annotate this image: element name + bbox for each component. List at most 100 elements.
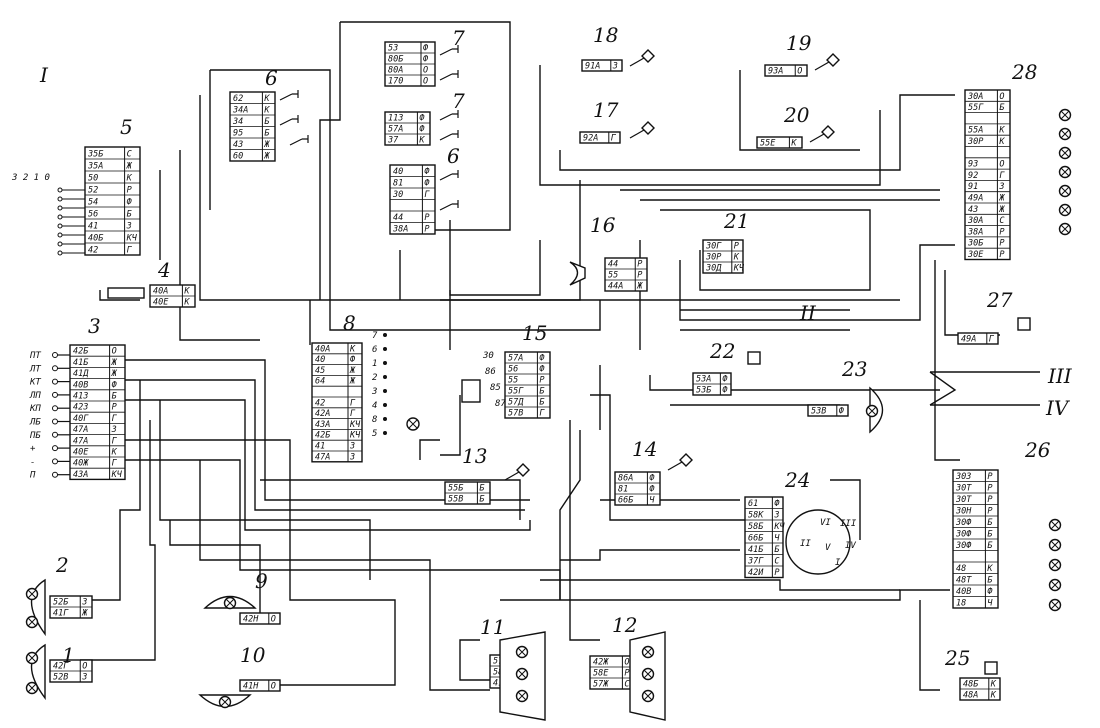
terminal-wire-number: 40А [315, 344, 330, 354]
component-number: 4 [157, 258, 171, 282]
terminal-wire-number: 42Б [315, 431, 331, 441]
switch-contact [57, 241, 63, 247]
sensor-contact [439, 130, 459, 141]
terminal-wire-color: Ж [998, 194, 1005, 204]
switch-contact [57, 205, 63, 211]
sensor-contact [809, 133, 825, 143]
terminal-wire-number: 57А [508, 354, 523, 364]
terminal-wire-color: С [624, 680, 630, 690]
component-number: 6 [447, 144, 460, 168]
sensor-contact [439, 170, 459, 181]
terminal-wire-number: 30Р [967, 137, 983, 147]
terminal-wire-number: 47А [315, 452, 330, 462]
component-number: 22 [709, 339, 735, 363]
terminal-wire-color: Г [112, 414, 118, 424]
terminal-wire-color: Б [112, 392, 118, 402]
terminal-wire-color: Р [987, 484, 992, 494]
terminal-block-frame [581, 59, 623, 72]
terminal-wire-color: Ф [649, 474, 654, 484]
terminal-wire-number: 40Е [153, 298, 169, 308]
terminal-wire-number: 56 [88, 210, 98, 220]
socket-connector-icon [785, 509, 851, 575]
sensor-contact [289, 135, 309, 146]
terminal-wire-color: Ч [649, 496, 655, 506]
terminal-wire-number: 42З [73, 403, 88, 413]
terminal-wire-number: 41Б [73, 358, 89, 368]
socket-pin-label: VI [820, 518, 831, 528]
relay-contact [383, 431, 387, 435]
terminal-wire-color: Ж [636, 282, 643, 292]
terminal-wire-color: Б [127, 210, 133, 220]
terminal-wire-color: З [349, 452, 355, 462]
terminal-wire-color: О [271, 682, 276, 692]
terminal-block-frame [702, 239, 744, 274]
terminal-wire-color: К [111, 448, 118, 458]
switch-contact [52, 391, 58, 398]
terminal-wire-number: 55Г [968, 103, 984, 113]
terminal-wire-color: К [990, 691, 997, 701]
terminal-wire-number: 30Р [705, 253, 721, 263]
lamp-cross [1060, 129, 1070, 139]
terminal-wire-color: Ж [111, 358, 118, 368]
component-number: 13 [462, 444, 487, 468]
terminal-wire-number: 41 [88, 222, 98, 232]
terminal-wire-number: 58Е [593, 669, 609, 679]
lamp-cross [1060, 224, 1070, 234]
terminal-wire-number: 47А [73, 436, 88, 446]
lamp-cross [1060, 186, 1070, 196]
terminal-wire-color: Ж [998, 205, 1005, 215]
switch-position-label: ПБ [29, 431, 41, 441]
terminal-wire-number: 58К [748, 511, 764, 521]
terminal-wire-color: Б [987, 530, 993, 540]
terminal-wire-number: 49А [961, 335, 976, 345]
terminal-wire-number: 37 [387, 136, 399, 146]
relay-terminal-number: 1 [372, 359, 377, 369]
terminal-wire-number: 92 [968, 171, 978, 181]
relay-terminal-number: 3 [371, 387, 377, 397]
component-number: 16 [590, 213, 616, 237]
switch-contact [57, 196, 63, 202]
lamp-cross [1050, 600, 1060, 610]
component-number: 23 [841, 357, 867, 381]
relay-terminal-number: 2 [372, 373, 377, 383]
terminal-wire-color: Р [127, 186, 132, 196]
relay-contact [383, 389, 387, 393]
terminal-wire-number: 53В [811, 407, 826, 417]
sensor-icon [821, 125, 835, 139]
terminal-wire-color: Г [112, 436, 118, 446]
component-number: 20 [783, 103, 810, 127]
terminal-wire-number: 30Т [955, 495, 972, 505]
terminal-wire-number: 52 [88, 186, 98, 196]
terminal-wire-number: 30Д [705, 264, 722, 274]
terminal-wire-color: Р [774, 568, 779, 578]
terminal-wire-number: 40 [315, 355, 325, 365]
terminal-block-frame [957, 332, 999, 345]
lamp-cross [1060, 205, 1070, 215]
terminal-wire-number: 66Б [618, 496, 634, 506]
component-number: 18 [593, 23, 618, 47]
terminal-wire-number: 40В [73, 380, 88, 390]
relay-terminal-number: 8 [372, 415, 377, 425]
terminal-wire-number: 48 [956, 564, 966, 574]
terminal-wire-number: 55А [968, 126, 983, 136]
terminal-wire-number: 53Б [696, 386, 712, 396]
push-switch-icon [984, 661, 998, 675]
sensor-contact [279, 115, 299, 126]
terminal-block-frame [239, 679, 281, 692]
switch-position-label: П [29, 471, 36, 481]
terminal-wire-color: Ф [423, 44, 428, 54]
terminal-wire-number: 30Е [967, 250, 984, 260]
component-number: 8 [343, 311, 356, 335]
terminal-wire-color: З [81, 598, 87, 608]
terminal-wire-color: Ф [350, 355, 355, 365]
switch-contact [52, 431, 58, 438]
terminal-wire-number: 93А [768, 67, 783, 77]
terminal-wire-color: О [271, 615, 276, 625]
lamp-cross [517, 691, 527, 701]
